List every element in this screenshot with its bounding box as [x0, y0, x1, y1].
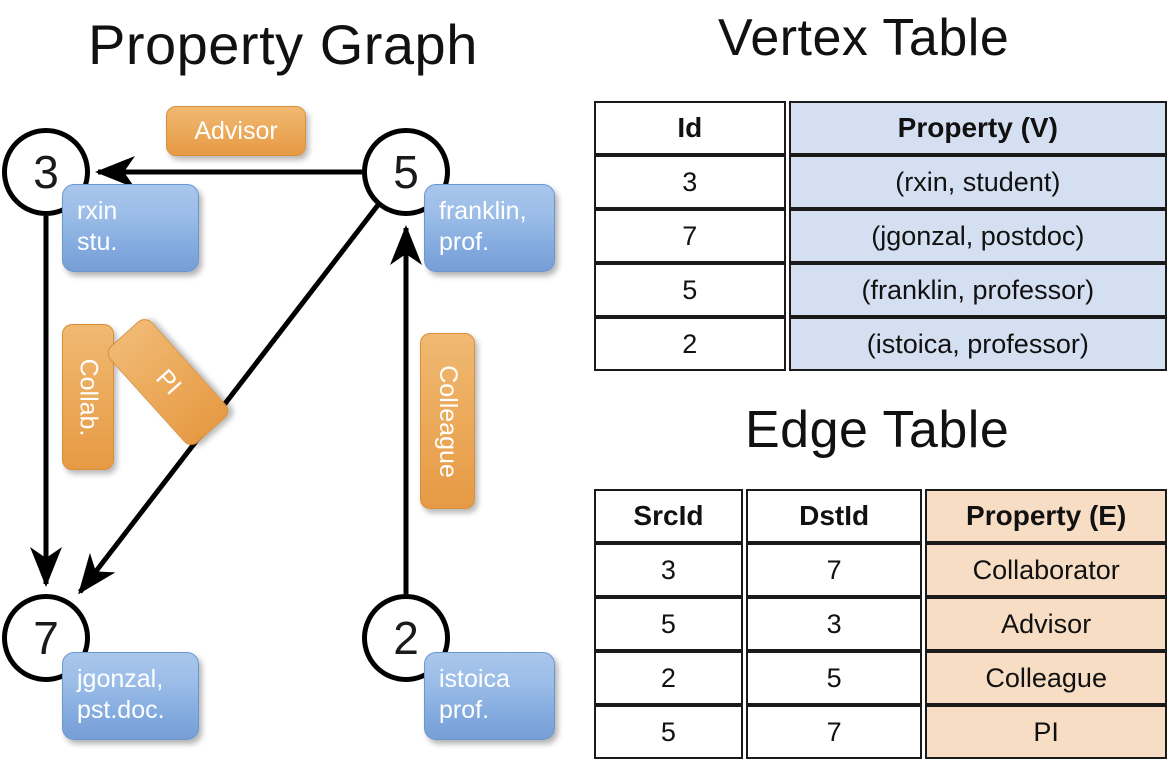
vertex-property-chip-2[interactable]: istoica prof. — [424, 652, 555, 740]
vertex-table-header-property: Property (V) — [788, 101, 1167, 155]
vertex-row-2-property: (franklin, professor) — [788, 263, 1167, 317]
page-title-edge-table: Edge Table — [745, 401, 1010, 459]
vertex-property-chip-7-line2: pst.doc. — [77, 695, 165, 724]
edge-table: SrcId DstId Property (E) 3 7 Collaborato… — [591, 489, 1170, 759]
vertex-property-chip-2-line2: prof. — [439, 695, 490, 724]
vertex-property-chip-3[interactable]: rxin stu. — [62, 184, 199, 272]
edge-row-2-property: Colleague — [925, 651, 1167, 705]
edge-property-chip-advisor-label: Advisor — [194, 116, 278, 145]
vertex-property-chip-5-line1: franklin, — [439, 197, 527, 225]
edge-property-chip-colleague[interactable]: Colleague — [420, 333, 475, 509]
edge-row-0-src: 3 — [594, 543, 743, 597]
edge-property-chip-colleague-label: Colleague — [434, 364, 462, 478]
table-row[interactable]: 2 (istoica, professor) — [594, 317, 1167, 371]
edge-line-5-to-7 — [78, 203, 380, 595]
vertex-property-chip-7-line1: jgonzal, — [77, 665, 164, 693]
edge-row-1-property: Advisor — [925, 597, 1167, 651]
vertex-row-3-id: 2 — [594, 317, 786, 371]
vertex-row-0-property: (rxin, student) — [788, 155, 1167, 209]
edge-row-0-dst: 7 — [745, 543, 923, 597]
vertex-row-0-id: 3 — [594, 155, 786, 209]
edge-table-header-srcid: SrcId — [594, 489, 743, 543]
vertex-table-header-row: Id Property (V) — [594, 101, 1167, 155]
edge-row-0-property: Collaborator — [925, 543, 1167, 597]
edge-property-chip-collab-label: Collab. — [74, 358, 103, 436]
property-graph-diagram: 3 5 7 2 rxin stu. franklin, prof. jgonza… — [2, 106, 555, 740]
edge-property-chip-pi-label: PI — [150, 363, 187, 400]
vertex-table-header-id: Id — [594, 101, 786, 155]
edge-row-3-property: PI — [925, 705, 1167, 759]
table-row[interactable]: 7 (jgonzal, postdoc) — [594, 209, 1167, 263]
vertex-property-chip-5[interactable]: franklin, prof. — [424, 184, 555, 272]
node-5[interactable]: 5 — [362, 128, 450, 216]
page-title-property-graph: Property Graph — [88, 13, 478, 76]
vertex-property-chip-5-line2: prof. — [439, 227, 490, 256]
vertex-property-chip-3-line2: stu. — [77, 227, 118, 256]
table-row[interactable]: 5 (franklin, professor) — [594, 263, 1167, 317]
table-row[interactable]: 5 7 PI — [594, 705, 1167, 759]
edge-row-3-src: 5 — [594, 705, 743, 759]
node-7-id: 7 — [33, 612, 59, 664]
vertex-property-chip-7[interactable]: jgonzal, pst.doc. — [62, 652, 199, 740]
node-2[interactable]: 2 — [362, 594, 450, 682]
edge-table-header-property: Property (E) — [925, 489, 1167, 543]
node-3-id: 3 — [33, 146, 59, 198]
vertex-row-1-id: 7 — [594, 209, 786, 263]
table-row[interactable]: 3 7 Collaborator — [594, 543, 1167, 597]
table-row[interactable]: 5 3 Advisor — [594, 597, 1167, 651]
node-5-id: 5 — [393, 146, 419, 198]
table-row[interactable]: 3 (rxin, student) — [594, 155, 1167, 209]
node-2-id: 2 — [393, 612, 419, 664]
vertex-property-chip-2-line1: istoica — [439, 665, 510, 693]
edge-row-1-src: 5 — [594, 597, 743, 651]
page-title-vertex-table: Vertex Table — [718, 9, 1010, 67]
table-row[interactable]: 2 5 Colleague — [594, 651, 1167, 705]
edge-row-1-dst: 3 — [745, 597, 923, 651]
edge-row-2-dst: 5 — [745, 651, 923, 705]
vertex-row-1-property: (jgonzal, postdoc) — [788, 209, 1167, 263]
edge-row-3-dst: 7 — [745, 705, 923, 759]
vertex-row-3-property: (istoica, professor) — [788, 317, 1167, 371]
edge-row-2-src: 2 — [594, 651, 743, 705]
edge-property-chip-advisor[interactable]: Advisor — [166, 106, 306, 156]
edge-property-chip-collab[interactable]: Collab. — [62, 324, 114, 470]
edge-table-header-dstid: DstId — [745, 489, 923, 543]
vertex-table: Id Property (V) 3 (rxin, student) 7 (jgo… — [591, 101, 1170, 371]
vertex-property-chip-3-line1: rxin — [77, 197, 118, 225]
graph-edge-lines — [30, 156, 422, 595]
edge-table-header-row: SrcId DstId Property (E) — [594, 489, 1167, 543]
vertex-row-2-id: 5 — [594, 263, 786, 317]
